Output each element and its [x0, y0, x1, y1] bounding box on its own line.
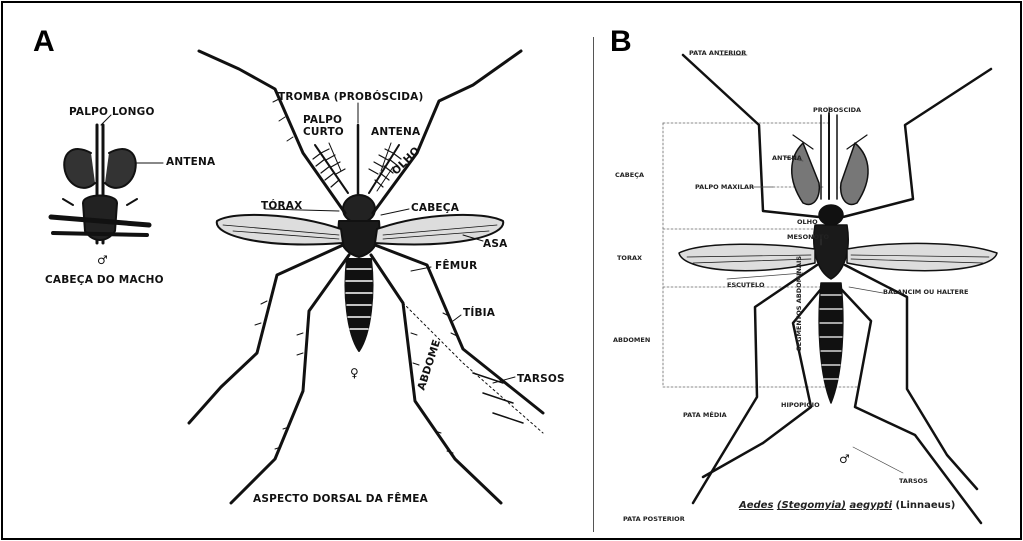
label-cabeca-b: CABEÇA [615, 171, 644, 179]
label-escutelo: ESCUTELO [727, 281, 764, 289]
caption-aspecto-dorsal: ASPECTO DORSAL DA FÊMEA [253, 493, 428, 505]
label-balancim: BALANCIM OU HALTERE [883, 288, 968, 296]
label-femur: FÊMUR [435, 260, 477, 272]
label-palpo-maxilar: PALPO MAXILAR [695, 183, 754, 191]
panel-b-illustration [3, 3, 1020, 538]
label-proboscida: PROBOSCIDA [813, 106, 861, 114]
label-cabeca-a: CABEÇA [411, 202, 459, 214]
label-tarsos-b: TARSOS [899, 477, 928, 485]
label-mesonoto: MESONOTO [787, 233, 829, 241]
label-tibia: TÍBIA [463, 307, 495, 319]
label-antena-female: ANTENA [371, 126, 420, 138]
label-cabeca-do-macho: CABEÇA DO MACHO [45, 274, 164, 286]
label-palpo-curto: PALPO CURTO [303, 114, 344, 138]
male-symbol-a: ♂ [97, 253, 108, 267]
label-torax-a: TÓRAX [261, 200, 302, 212]
label-segmentos: SEGMENTOS ABDOMINAIS [795, 256, 803, 351]
species-epithet: aegypti [849, 500, 892, 511]
label-olho-b: OLHO [797, 218, 818, 226]
label-pata-anterior: PATA ANTERIOR [689, 49, 746, 57]
label-asa: ASA [483, 238, 507, 250]
female-symbol: ♀ [350, 366, 359, 380]
label-abdomen: ABDOMEN [613, 336, 650, 344]
species-author: (Linnaeus) [896, 500, 956, 511]
label-torax-b: TORAX [617, 254, 642, 262]
label-pata-media: PATA MÉDIA [683, 411, 727, 419]
label-tromba: TROMBA (PROBÓSCIDA) [278, 91, 423, 103]
label-antena-male: ANTENA [166, 156, 215, 168]
species-name: Aedes (Stegomyia) aegypti (Linnaeus) [739, 500, 955, 511]
label-pata-posterior: PATA POSTERIOR [623, 515, 685, 523]
species-subgenus: (Stegomyia) [777, 500, 846, 511]
species-genus: Aedes [739, 500, 773, 511]
label-tarsos-a: TARSOS [517, 373, 565, 385]
label-hipopigio: HIPOPIGIO [781, 401, 820, 409]
male-symbol-b: ♂ [839, 452, 850, 466]
label-antena-b: ANTENA [772, 154, 802, 162]
label-palpo-longo: PALPO LONGO [69, 106, 155, 118]
